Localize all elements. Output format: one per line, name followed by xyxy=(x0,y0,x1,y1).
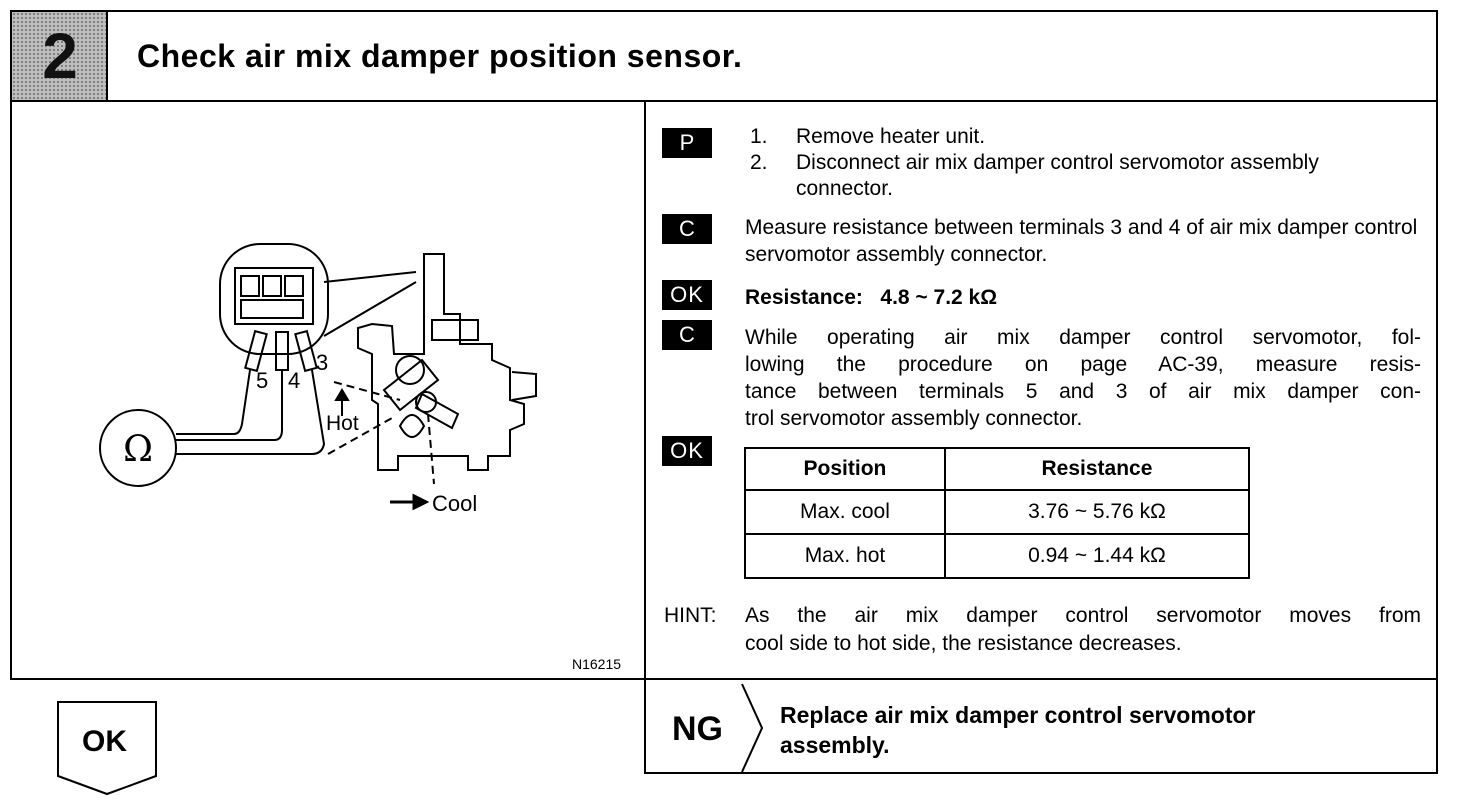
table-cell: 3.76 ~ 5.76 kΩ xyxy=(943,489,1251,535)
check-tag: C xyxy=(662,320,712,350)
table-row: Max. hot 0.94 ~ 1.44 kΩ xyxy=(744,533,1251,579)
servomotor-body xyxy=(357,253,525,471)
damper-lever xyxy=(382,358,440,412)
ok-tag: OK xyxy=(662,280,712,310)
step-frame xyxy=(10,10,1438,680)
cool-label: Cool xyxy=(432,491,477,516)
hot-arrow-icon xyxy=(334,388,350,401)
table-cell: Max. hot xyxy=(744,533,946,579)
hint-label: HINT: xyxy=(664,604,717,627)
table-row: Max. cool 3.76 ~ 5.76 kΩ xyxy=(744,489,1251,535)
connector-callout xyxy=(219,243,329,355)
terminal-label: 3 xyxy=(316,350,328,375)
test-lead xyxy=(176,369,251,435)
prep-list: 1. Remove heater unit. 2. Disconnect air… xyxy=(750,124,1421,202)
ohmmeter xyxy=(99,409,177,487)
ng-result-label: NG xyxy=(672,710,723,748)
terminal-label: 5 xyxy=(256,368,268,393)
ok-result-label: OK xyxy=(82,725,127,758)
step-number: 2 xyxy=(42,20,78,92)
ng-chevron-icon xyxy=(741,683,764,773)
probe xyxy=(275,331,289,371)
damper-pivot xyxy=(395,355,425,385)
probe xyxy=(244,329,268,373)
connector-diagram: Ω 5 4 3 Hot Cool xyxy=(99,243,537,516)
check1-text: Measure resistance between terminals 3 a… xyxy=(745,216,1418,266)
column-divider xyxy=(644,102,646,680)
step-header xyxy=(10,10,1438,102)
callout-line xyxy=(323,271,417,283)
resistance-table: Position Resistance Max. cool 3.76 ~ 5.7… xyxy=(744,447,1251,579)
check-tag: C xyxy=(662,214,712,244)
test-lead xyxy=(176,369,326,455)
step-title: Check air mix damper position sensor. xyxy=(137,38,743,74)
ng-result-box xyxy=(644,680,1438,774)
table-header-row: Position Resistance xyxy=(744,447,1251,491)
table-header: Position xyxy=(744,447,946,491)
callout-line xyxy=(323,281,417,337)
terminal-label: 4 xyxy=(288,368,300,393)
connector-housing xyxy=(234,267,314,325)
table-header: Resistance xyxy=(943,447,1251,491)
ok-result-badge xyxy=(57,701,157,796)
prep-tag: P xyxy=(662,128,712,158)
figure-code: N16215 xyxy=(572,656,622,672)
table-cell: 0.94 ~ 1.44 kΩ xyxy=(943,533,1251,579)
ok-tag: OK xyxy=(662,436,712,466)
check2-text: While operating air mix damper control s… xyxy=(745,326,1421,430)
cool-arrow-icon xyxy=(412,493,430,511)
ng-result-text: Replace air mix damper control servomoto… xyxy=(780,702,1256,758)
hot-label: Hot xyxy=(326,412,359,435)
prep-item: 1. Remove heater unit. xyxy=(750,125,986,148)
table-cell: Max. cool xyxy=(744,489,946,535)
servomotor-connector xyxy=(431,319,479,341)
test-lead xyxy=(176,370,283,441)
ok1-spec: Resistance: 4.8 ~ 7.2 kΩ xyxy=(745,286,998,309)
probe xyxy=(294,329,318,373)
hint-text: As the air mix damper control servomotor… xyxy=(745,604,1421,655)
ohm-symbol: Ω xyxy=(123,429,153,470)
step-number-box: 2 xyxy=(12,12,108,100)
prep-item: 2. Disconnect air mix damper control ser… xyxy=(750,151,1319,200)
